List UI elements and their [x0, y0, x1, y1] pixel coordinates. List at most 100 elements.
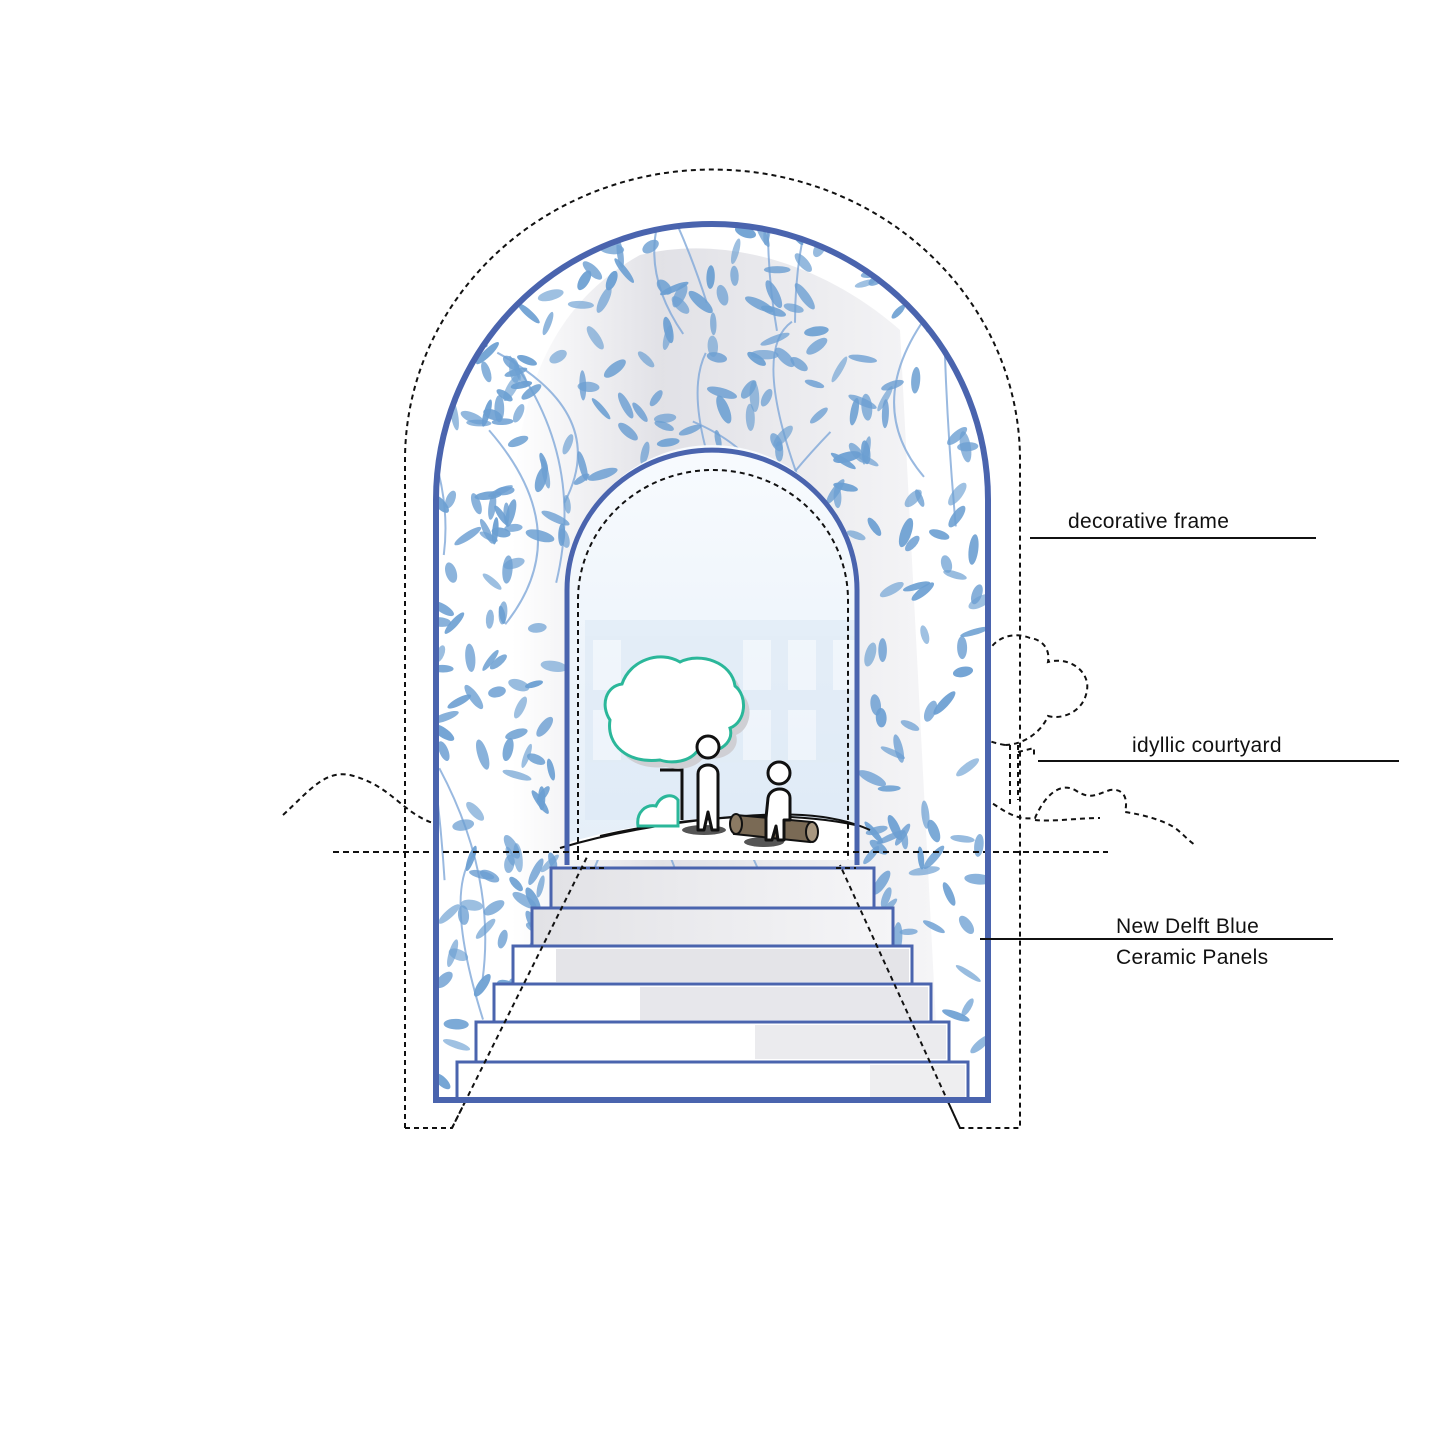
leader-line-idyllic-courtyard [1038, 760, 1399, 762]
leaf-mark [481, 361, 492, 383]
leaf-mark [908, 866, 940, 876]
leaf-mark [513, 843, 523, 873]
outer-arch-frame [433, 221, 991, 1103]
leaf-mark [653, 413, 677, 424]
leaf-mark [442, 1039, 471, 1051]
leaf-mark [486, 279, 509, 291]
leaf-mark [517, 354, 537, 366]
leaf-mark [596, 286, 612, 313]
leaf-mark [562, 434, 574, 455]
leaf-mark [632, 402, 648, 422]
leaf-mark [505, 499, 517, 527]
leaf-mark [536, 875, 545, 898]
leaf-mark [656, 438, 680, 447]
leaf-mark [846, 530, 866, 541]
leaf-mark [556, 228, 575, 244]
leaf-mark [956, 758, 980, 777]
leaf-mark [833, 482, 858, 492]
leaf-mark [489, 654, 507, 670]
leaf-mark [893, 734, 905, 763]
leaf-mark [642, 239, 659, 254]
leaf-mark [927, 819, 941, 843]
leaf-mark [445, 562, 458, 583]
leaf-mark [582, 261, 603, 280]
leaf-mark [521, 743, 532, 768]
person-sitting-icon [764, 760, 792, 842]
leaf-mark [573, 473, 590, 485]
leaf-mark [872, 870, 891, 895]
leaf-mark [899, 928, 918, 936]
leaf-mark [473, 973, 491, 997]
leaf-mark [475, 918, 496, 939]
leaf-mark [911, 582, 935, 601]
leaf-mark [947, 224, 968, 239]
leaf-mark [479, 518, 494, 544]
leaf-mark [966, 356, 988, 371]
leaf-mark [603, 359, 626, 378]
leaf-mark [538, 786, 546, 811]
leaf-mark [503, 557, 525, 570]
leaf-mark [436, 617, 452, 627]
leaf-mark [960, 231, 988, 238]
leaf-mark [549, 349, 567, 364]
leaf-mark [617, 392, 634, 419]
leaf-mark [706, 352, 728, 363]
cloud-tree-trunk [1009, 745, 1035, 805]
leaf-mark [749, 381, 760, 412]
leaf-mark [470, 493, 482, 515]
leaf-mark [760, 388, 773, 407]
leaf-mark [460, 899, 483, 911]
leaf-mark [460, 319, 489, 336]
leaf-mark [959, 431, 972, 463]
leaf-mark [970, 229, 987, 258]
leaf-mark [579, 370, 587, 401]
leaf-mark [867, 517, 882, 536]
leaf-mark [745, 296, 774, 313]
leaf-mark [525, 529, 555, 543]
leaf-mark [775, 347, 795, 368]
leaf-stem [483, 224, 554, 278]
label-idyllic-courtyard: idyllic courtyard [1132, 734, 1282, 757]
leaf-mark [957, 361, 979, 371]
leaf-mark [541, 510, 570, 526]
leaf-mark [952, 666, 974, 678]
leaf-mark [447, 939, 459, 968]
leaf-mark [476, 739, 490, 770]
leaf-mark [894, 823, 911, 846]
leaf-stem [436, 325, 447, 556]
leaf-mark [662, 325, 673, 350]
leaf-mark [483, 900, 505, 916]
leaf-mark [936, 265, 954, 282]
leaf-mark [877, 785, 901, 792]
leaf-mark [962, 359, 988, 376]
leaf-mark [804, 326, 829, 337]
leaf-mark [929, 529, 950, 540]
leaf-mark [502, 737, 514, 762]
leaf-mark [488, 686, 506, 698]
leaf-mark [542, 311, 554, 336]
leaf-mark [707, 335, 719, 357]
leaf-mark [521, 384, 542, 400]
leaf-mark [513, 696, 528, 719]
leaf-mark [498, 601, 508, 625]
leaf-mark [442, 238, 454, 263]
leaf-mark [884, 265, 907, 276]
leaf-mark [956, 227, 976, 247]
leaf-mark [730, 238, 741, 265]
leaf-mark [591, 398, 611, 420]
leaf-mark [472, 320, 491, 330]
leaf-mark [864, 642, 877, 667]
leaf-mark [968, 534, 979, 565]
leaf-mark [933, 691, 956, 715]
leaf-mark [577, 451, 588, 481]
leaf-mark [525, 887, 541, 913]
leaf-mark [488, 493, 497, 520]
leaf-mark [950, 835, 975, 843]
leaf-mark [877, 386, 893, 412]
leaf-mark [860, 246, 883, 256]
leaf-mark [917, 846, 925, 870]
leaf-mark [957, 636, 968, 660]
leaf-mark [855, 453, 879, 467]
leaf-mark [525, 680, 543, 689]
